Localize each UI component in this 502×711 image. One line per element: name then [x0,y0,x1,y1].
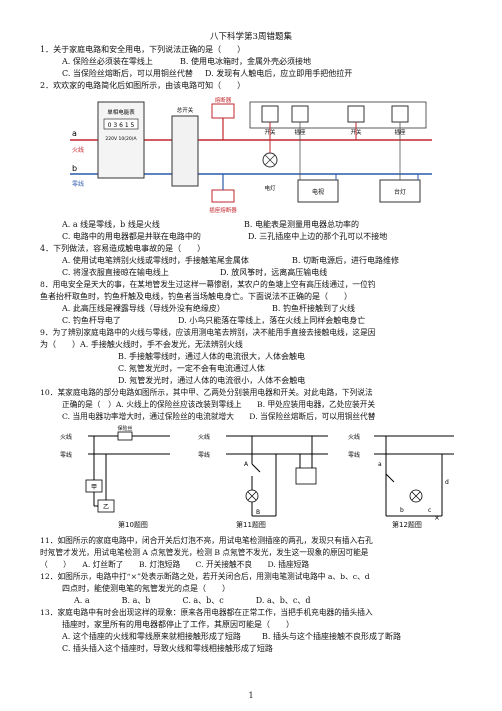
fig2-fire-label: 火线 [72,146,84,154]
question-2-option-d: D. 三孔插座中上边的那个孔可以不接地 [248,232,388,241]
meter-spec: 220V 10(20)A [105,136,137,142]
question-11-line-1: 11．如图所示的家庭电路中，闭合开关后灯泡不亮，用试电笔检测插座的两孔，发现只有… [40,536,373,545]
question-9-option-c: C. 氖管发光时，一定不会有电流通过人体 [118,364,265,373]
fig10-jia-label: 甲 [91,484,97,491]
question-1-stem: 1．关于家庭电路和安全用电，下列说法正确的是（ ） [40,45,246,54]
meter-title: 单相电能表 [107,108,135,116]
question-11-circuit-figure: 火线 零线 A B [198,433,328,517]
question-10-circuit-figure: 火线 零线 保险丝 甲 乙 [60,425,170,513]
fig11-point-b: B [256,509,260,516]
fuse-top-label: 熔断器 [215,96,232,104]
document-title: 八下科学第3周错题集 [210,32,292,42]
fig12-point-a: a [378,461,382,468]
question-10-line-3: C. 当用电器功率增大时，通过保险丝的电流就增大 D. 当保险丝熔断后，可以用铜… [62,412,376,421]
meter-digits: 0 3 6 1 5 [108,122,135,129]
fig2-b-label: b [72,164,77,173]
question-9-option-d: D. 氖管发光时，通过人体的电流很小，人体不会触电 [118,376,306,385]
question-12-circuit-figure: 火线 零线 a b c d × [348,433,454,522]
question-1-option-b: B. 使用电冰箱时，金属外壳必须接地 [180,57,311,66]
fuse-bottom-label: 插座熔断器 [209,206,237,214]
question-8-option-c: C. 钓鱼杆导电了 [62,316,121,325]
fig12-point-d: d [445,479,449,486]
fig11-point-a: A [244,461,249,468]
question-8-line-2: 鱼者抬杆取鱼时，钓鱼杆触及电线，钓鱼者当场触电身亡。下面说法不正确的是（ ） [40,292,352,301]
question-2-option-b: B. 电能表是测量用电器总功率的 [244,220,359,229]
socket-1 [291,105,309,123]
fig10-fuse-label: 保险丝 [117,425,132,432]
lamp-label: 电灯 [264,184,276,192]
question-4-stem: 4．下列做法，容易造成触电事故的是（ ） [40,244,206,253]
question-9-option-b: B. 手接触零线时，通过人体的电流很大，人体会触电 [118,352,305,361]
question-2-option-a: A. a 线是零线，b 线是火线 [62,220,160,229]
question-8-option-b: B. 钓鱼杆接触到了火线 [272,304,355,313]
fig12-point-c: c [428,507,431,514]
fig11-fire-label: 火线 [198,433,210,441]
question-1-option-a: A. 保险丝必须装在零线上 [62,57,153,66]
question-12-options: A. a B. a、b C. a、b、c D. a、b、c、d [74,596,311,605]
question-13-option-c: C. 插头插入这个插座时，导致火线和零线相接触形成了短路 [62,644,273,653]
page-number: 1 [248,691,254,700]
fig10-yi-label: 乙 [103,504,109,511]
figure-11-caption: 第11题图 [236,521,266,529]
question-8-option-a: A. 此高压线是裸露导线（导线外没有绝缘皮） [62,304,225,313]
question-4-option-c: C. 将湿衣服直接晾在输电线上 [62,268,169,277]
fig11-socket [295,467,317,485]
question-11-line-3: （ ） A. 灯丝断了 B. 灯泡短路 C. 开关接触不良 D. 插座短路 [40,560,310,569]
fuse-bottom [211,189,235,203]
question-13-option-b: B. 插头与这个插座接触不良形成了断路 [262,632,401,641]
question-9-line-1: 9．为了辨别家庭电路中的火线与零线，应该用测电笔去辨别，决不能用手直接去接触电线… [40,328,376,337]
fig2-zero-label: 零线 [72,180,84,188]
question-2-circuit-figure: a b 火线 零线 单相电能表 0 3 6 1 5 220V 10(20)A 总… [70,96,432,214]
fig10-zero-label: 零线 [60,451,72,459]
question-2-stem: 2．欢欢家的电路简化后如图所示，由该电路可知（ ） [40,81,246,90]
fig12-switch [385,473,395,483]
main-breaker [171,115,199,187]
question-8-option-d: D. 小鸟只能落在零线上，落在火线上同样会触电身亡 [178,316,366,325]
fig10-fuse [117,431,133,441]
question-12-line-2: 四点时，能使测电笔的氖管发光的点是（ ） [62,584,230,593]
question-4-option-d: D. 放风筝时，远离高压输电线 [220,268,328,277]
switch-1 [261,105,279,123]
fig12-zero-label: 零线 [348,451,360,459]
tv-label: 电视 [312,188,324,196]
question-13-option-a: A. 这个插座的火线和零线原来就相接触形成了短路 [62,632,241,641]
switch-2 [347,105,365,123]
question-1-option-d: D. 发现有人触电后，应立即用手把他拉开 [205,69,353,78]
question-11-line-2: 时氖管才发光，用试电笔检测 A 点氖管发光，检测 B 点氖管不发光，发生这一现象… [40,548,369,557]
question-8-line-1: 8．用电安全是天大的事，在某地管发生过这样一幕惨剧，某农户的鱼塘上空有高压线通过… [40,280,376,289]
electric-meter [97,101,145,179]
fig12-fire-label: 火线 [348,433,360,441]
socket-2 [391,105,409,123]
fig11-switch [251,463,261,473]
question-1-option-c: C. 当保险丝熔断后，可以用铜丝代替 [62,69,193,78]
fig10-fire-label: 火线 [60,433,72,441]
question-4-option-a: A. 使用试电笔辨别火线或零线时，手接触笔尾金属体 [62,256,249,265]
question-4-option-b: B. 切断电源后，进行电路维修 [292,256,399,265]
figure-10-caption: 第10题图 [118,521,148,529]
question-12-line-1: 12．如图所示，电路中打“×”处表示断路之处，若开关闭合后，用测电笔测试电路中 … [40,572,370,581]
question-10-line-1: 10．某家庭电路的部分电路如图所示，其中甲、乙两处分别装用电器和开关。对此电路，… [40,388,373,397]
question-9-line-2: 为（ ）A. 手接触火线时，手不会发光，无法辨别火线 [40,340,243,349]
fig11-zero-label: 零线 [198,451,210,459]
tv-box [297,179,339,203]
fig12-point-b: b [400,507,404,514]
question-2-option-c: C. 电路中的用电器都是并联在电路中的 [62,232,201,241]
question-13-line-1: 13．家庭电路中有时会出现这样的现象：原来各用电器都在正常工作，当把手机充电器的… [40,608,373,617]
figure-12-caption: 第12题图 [392,521,422,529]
fuse-top [211,103,235,119]
fig12-break-mark: × [434,514,440,522]
desk-lamp-label: 台灯 [394,188,406,196]
question-10-line-2: 正确的是（ ）A. 火线上的保险丝应该改装到零线上 B. 甲处应装用电器，乙处应… [62,400,376,409]
fig2-a-label: a [72,129,77,138]
breaker-label: 总开关 [177,106,194,114]
question-13-line-2: 插座时，家里所有的用电器都停止了工作，其原因可能是（ ） [62,620,294,629]
